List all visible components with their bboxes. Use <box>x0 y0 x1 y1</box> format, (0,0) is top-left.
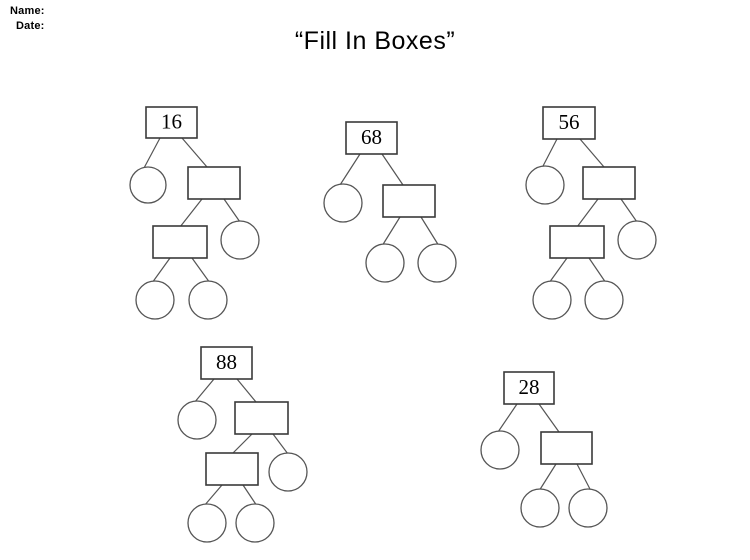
tree-connector-line <box>231 433 253 455</box>
blank-answer-circle[interactable] <box>417 243 457 283</box>
blank-answer-circle[interactable] <box>568 488 608 528</box>
tree-connector-line <box>181 137 208 168</box>
filled-number-box[interactable] <box>200 346 253 380</box>
box-number-label: 16 <box>161 109 182 133</box>
tree-connector-line <box>538 463 557 492</box>
tree-connector-line <box>179 198 203 228</box>
blank-answer-box[interactable] <box>582 166 636 200</box>
tree-connector-line <box>223 198 241 223</box>
filled-number-box[interactable] <box>145 106 198 139</box>
blank-answer-circle[interactable] <box>129 166 167 204</box>
filled-number-box[interactable] <box>503 371 555 405</box>
tree-connector-line <box>538 403 560 433</box>
blank-answer-circle[interactable] <box>188 280 228 320</box>
tree-connector-line <box>381 216 401 247</box>
blank-answer-box[interactable] <box>382 184 436 218</box>
tree-connector-line <box>151 257 171 284</box>
tree-connector-line <box>420 216 440 247</box>
date-label: Date: <box>16 20 45 32</box>
blank-answer-circle[interactable] <box>617 220 657 260</box>
tree-connector-line <box>576 198 599 228</box>
tree-connector-line <box>497 403 518 433</box>
blank-answer-box[interactable] <box>549 225 605 259</box>
blank-answer-circle[interactable] <box>532 280 572 320</box>
box-number-label: 56 <box>559 110 580 134</box>
tree-connector-line <box>272 433 289 455</box>
blank-answer-box[interactable] <box>540 431 593 465</box>
box-number-label: 88 <box>216 350 237 374</box>
blank-answer-circle[interactable] <box>135 280 175 320</box>
blank-answer-box[interactable] <box>205 452 259 486</box>
tree-connector-line <box>242 484 258 507</box>
student-info-header: Name: Date: <box>10 4 230 34</box>
blank-answer-circle[interactable] <box>584 280 624 320</box>
tree-connector-line <box>579 138 605 168</box>
blank-answer-circle[interactable] <box>235 503 275 543</box>
blank-answer-circle[interactable] <box>525 165 565 205</box>
blank-answer-box[interactable] <box>234 401 289 435</box>
blank-answer-circle[interactable] <box>480 430 520 470</box>
box-number-label: 68 <box>361 125 382 149</box>
blank-answer-circle[interactable] <box>187 503 227 543</box>
blank-answer-circle[interactable] <box>220 220 260 260</box>
tree-connector-line <box>620 198 638 223</box>
filled-number-box[interactable] <box>345 121 398 155</box>
tree-connector-line <box>339 153 361 186</box>
blank-answer-box[interactable] <box>187 166 241 200</box>
page-title: “Fill In Boxes” <box>294 27 456 55</box>
blank-answer-box[interactable] <box>152 225 208 259</box>
number-tree-88: 88 <box>177 346 308 543</box>
tree-connector-line <box>541 138 558 169</box>
blank-answer-circle[interactable] <box>323 183 363 223</box>
tree-connector-line <box>143 137 161 169</box>
blank-answer-circle[interactable] <box>177 400 217 440</box>
number-tree-28: 28 <box>480 371 608 528</box>
number-tree-68: 68 <box>323 121 457 283</box>
tree-connector-line <box>236 378 257 403</box>
blank-answer-circle[interactable] <box>365 243 405 283</box>
tree-connector-line <box>576 463 592 492</box>
tree-connector-line <box>193 378 215 404</box>
tree-connector-line <box>588 257 607 284</box>
tree-connector-line <box>203 484 223 507</box>
blank-answer-circle[interactable] <box>520 488 560 528</box>
tree-connector-line <box>381 153 404 186</box>
number-tree-56: 56 <box>525 106 657 320</box>
name-label: Name: <box>10 5 45 17</box>
tree-connector-line <box>191 257 211 284</box>
blank-answer-circle[interactable] <box>268 452 308 492</box>
filled-number-box[interactable] <box>542 106 596 140</box>
box-number-label: 28 <box>519 375 540 399</box>
tree-connector-line <box>548 257 568 284</box>
number-tree-16: 16 <box>129 106 260 320</box>
